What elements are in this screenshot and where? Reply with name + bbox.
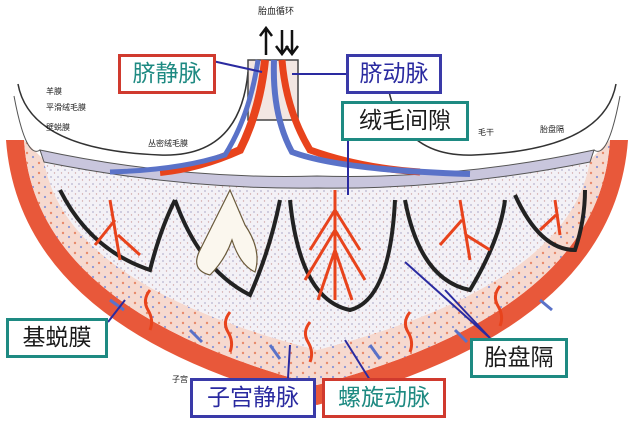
arrow-down-2 [285,30,299,57]
title-small: 胎血循环 [258,5,294,17]
chorionic-plate [39,149,595,189]
basal-decidua-band [24,140,610,385]
uterine-veins [109,298,553,360]
label-villus-stem: 毛干 [478,127,494,137]
label-basal-decidua: 基蜕膜 [6,318,108,358]
label-amnion: 羊膜 [46,86,62,96]
label-umbilical-artery: 脐动脉 [346,54,442,94]
villous-trees [93,190,562,301]
intervillous-region [44,160,590,350]
pointer-lines [107,59,491,381]
arrow-down [275,30,289,57]
label-bottom-small: 子宫 [172,374,188,384]
label-umbilical-vein: 脐静脉 [118,54,216,94]
label-decidua-parietalis: 壁蜕膜 [46,122,70,132]
amnion-line [17,71,249,156]
label-septum-small: 胎盘隔 [540,124,564,134]
septa [58,189,587,313]
label-spiral-artery: 螺旋动脉 [322,378,446,418]
label-intervillous-space: 绒毛间隙 [341,101,469,141]
spiral-arteries [143,285,504,363]
label-placental-septum: 胎盘隔 [470,338,568,378]
label-chorion-frondosum: 丛密绒毛膜 [148,138,188,148]
arrow-up [259,25,273,55]
label-uterine-vein: 子宫静脉 [190,378,316,418]
label-chorion-smooth: 平滑绒毛膜 [46,102,86,112]
white-villus [196,188,258,276]
